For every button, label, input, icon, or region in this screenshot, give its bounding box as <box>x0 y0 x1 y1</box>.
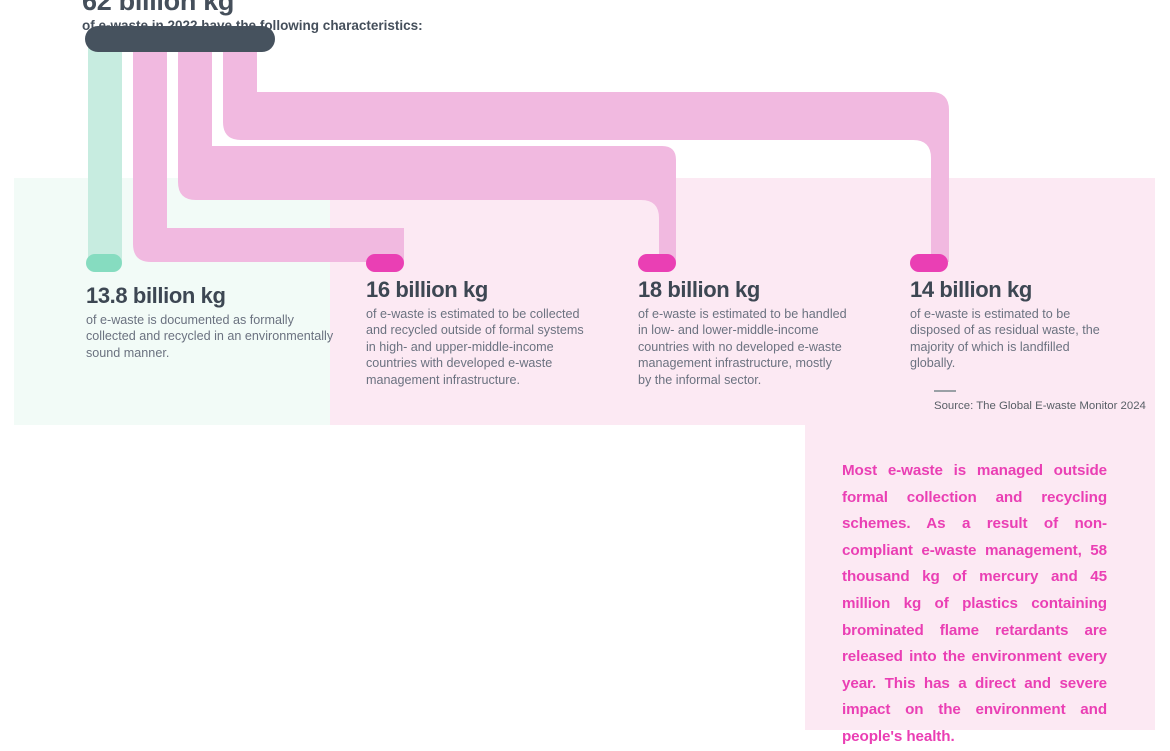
page-subtitle: of e-waste in 2022 have the following ch… <box>82 18 423 33</box>
stat-block-4: 14 billion kg of e-waste is estimated to… <box>910 277 1110 372</box>
node-cap-4 <box>910 254 948 272</box>
stat-description-1: of e-waste is documented as formally col… <box>86 313 334 360</box>
callout-text: Most e-waste is managed outside formal c… <box>842 462 1107 745</box>
source-attribution: Source: The Global E-waste Monitor 2024 <box>934 390 1149 414</box>
stat-block-2: 16 billion kg of e-waste is estimated to… <box>366 277 586 388</box>
stat-value-3: 18 billion kg <box>638 277 760 302</box>
header: 62 billion kg of e-waste in 2022 have th… <box>82 0 782 35</box>
sankey-flow-2 <box>133 40 404 262</box>
node-cap-1 <box>86 254 122 272</box>
sankey-flow-1 <box>88 40 122 262</box>
stat-value-4: 14 billion kg <box>910 277 1032 302</box>
sankey-flow-diagram <box>85 26 949 272</box>
node-cap-2 <box>366 254 404 272</box>
page-title: 62 billion kg <box>82 0 235 16</box>
stat-value-1: 13.8 billion kg <box>86 283 226 308</box>
source-divider <box>934 390 956 392</box>
stat-description-3: of e-waste is estimated to be handled in… <box>638 307 847 387</box>
callout-block: Most e-waste is managed outside formal c… <box>842 458 1107 751</box>
stat-value-2: 16 billion kg <box>366 277 488 302</box>
panel-background-pink <box>330 178 1155 425</box>
panel-background-green <box>14 178 330 425</box>
sankey-flow-4 <box>223 40 949 262</box>
stat-description-2: of e-waste is estimated to be collected … <box>366 307 584 387</box>
stat-block-3: 18 billion kg of e-waste is estimated to… <box>638 277 848 388</box>
source-text: Source: The Global E-waste Monitor 2024 <box>934 400 1146 412</box>
sankey-flow-3 <box>178 40 676 262</box>
panel-background-callout <box>805 425 1155 730</box>
stat-description-4: of e-waste is estimated to be disposed o… <box>910 307 1100 371</box>
source-node-bar <box>85 26 275 52</box>
stat-block-1: 13.8 billion kg of e-waste is documented… <box>86 283 336 361</box>
node-cap-3 <box>638 254 676 272</box>
